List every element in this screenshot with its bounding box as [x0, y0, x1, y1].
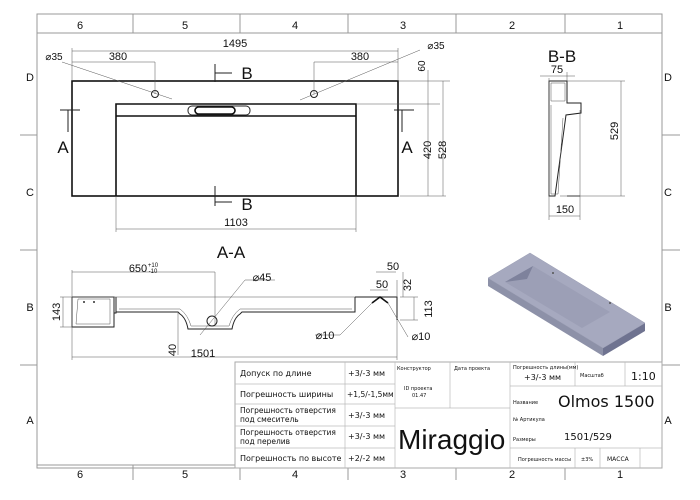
project-id-label: ID проекта	[404, 386, 433, 392]
dim-total-width: 1495	[223, 38, 247, 50]
col-label: 5	[182, 469, 188, 481]
col-label: 3	[400, 20, 406, 32]
row-label: B	[26, 302, 33, 314]
top-view: 1495 380 380 ⌀35 ⌀35 60 420 528 1103 B B…	[45, 38, 450, 232]
row-label: D	[26, 72, 34, 84]
mass-label: МАССА	[607, 456, 630, 463]
mass-tol: ±3%	[581, 457, 593, 463]
project-id: 01.47	[412, 393, 426, 399]
scale-label: Масштаб	[580, 373, 604, 379]
name-label: Название	[513, 400, 538, 406]
dim-hole-right: 380	[351, 51, 369, 63]
product-name: Olmos 1500	[558, 392, 655, 411]
dim-length: 1501	[191, 348, 215, 360]
drain-dia: ⌀45	[253, 272, 272, 284]
col-label: 1	[617, 20, 623, 32]
hole2-dia: ⌀10	[412, 331, 431, 343]
drain-hole	[206, 315, 218, 327]
col-label: 3	[400, 469, 406, 481]
tol-value: +3/-3 мм	[348, 411, 385, 420]
dim-drain-pos: 650	[129, 263, 147, 275]
dim-drop: 40	[167, 344, 179, 356]
col-label: 4	[292, 469, 298, 481]
section-b-label: B	[241, 195, 252, 214]
col-label: 6	[77, 20, 83, 32]
hole-right-dia: ⌀35	[427, 41, 445, 52]
section-bb-title: B-B	[548, 47, 576, 66]
section-aa: A-A 650 +10 -10 ⌀45 143 40 1501 50 50 32…	[51, 243, 435, 360]
brand-logo: Miraggio	[398, 424, 505, 455]
tol-label-wrap: Погрешность отверстия под смеситель	[240, 406, 336, 424]
section-a-label: A	[57, 138, 69, 157]
dim-hole-left: 380	[109, 51, 127, 63]
mass-tol-label: Погрешность массы	[518, 457, 571, 463]
row-label: B	[664, 302, 671, 314]
dim-32: 32	[402, 279, 414, 291]
section-aa-title: A-A	[217, 243, 246, 262]
article-label: № Артикула	[513, 417, 545, 423]
tol-label: Допуск по длине	[240, 369, 312, 378]
hole1-dia: ⌀10	[316, 330, 335, 342]
title-block: Погрешность отверстия под смеситель Погр…	[234, 361, 663, 469]
col-label: 2	[509, 20, 515, 32]
tol-value: +2/-2 мм	[348, 454, 385, 463]
tol-label: Погрешность по высоте	[240, 454, 342, 463]
tol-value: +3/-3 мм	[348, 432, 385, 441]
section-a-label: A	[401, 138, 413, 157]
dim-height: 529	[609, 122, 621, 140]
col-label: 2	[509, 469, 515, 481]
dim-113: 113	[423, 300, 435, 318]
size-label: Размеры	[513, 437, 536, 443]
dim-50: 50	[376, 279, 388, 291]
dim-basin-depth: 420	[422, 141, 434, 159]
isometric-view	[487, 252, 646, 356]
col-label: 4	[292, 20, 298, 32]
dim-top: 75	[551, 64, 563, 76]
section-b-label: B	[241, 64, 252, 83]
row-label: C	[664, 187, 672, 199]
dim-total-depth: 528	[437, 141, 449, 159]
scale-value: 1:10	[631, 370, 656, 383]
dim-depth: 150	[556, 204, 574, 216]
section-bb: B-B 75 529 150	[540, 47, 625, 220]
date-label: Дата проекта	[454, 366, 490, 372]
dim-basin-width: 1103	[224, 217, 248, 229]
tol-value: +3/-3 мм	[348, 369, 385, 378]
constructor-label: Конструктор	[397, 366, 431, 372]
row-label: D	[664, 72, 672, 84]
tol-minus: -10	[149, 269, 158, 275]
length-tol: +3/-3 мм	[524, 373, 561, 382]
tol-label-wrap: Погрешность отверстия под перелив	[240, 428, 336, 446]
col-label: 5	[182, 20, 188, 32]
col-label: 6	[77, 469, 83, 481]
length-tol-label: Погрешность длины(мм)	[513, 365, 578, 371]
row-label: C	[26, 187, 34, 199]
row-label: A	[26, 415, 34, 427]
hole-left-dia: ⌀35	[45, 52, 63, 63]
size-value: 1501/529	[564, 432, 612, 443]
tol-plus: +10	[148, 263, 159, 269]
tol-value: +1,5/-1,5мм	[347, 390, 394, 399]
grid-labels: 6 5 4 3 2 1 6 5 4 3 2 1 D C B A D C B A	[26, 20, 672, 481]
row-label: A	[664, 415, 672, 427]
tol-label: Погрешность отверстия под перелив	[240, 428, 336, 446]
col-label: 1	[617, 469, 623, 481]
dim-height: 143	[51, 303, 63, 321]
tol-label: Погрешность ширины	[240, 390, 333, 399]
tol-label: Погрешность отверстия под смеситель	[240, 406, 336, 424]
overflow-slot	[187, 105, 251, 116]
dim-hole-offset: 60	[417, 60, 428, 72]
dim-50-top: 50	[387, 261, 399, 273]
